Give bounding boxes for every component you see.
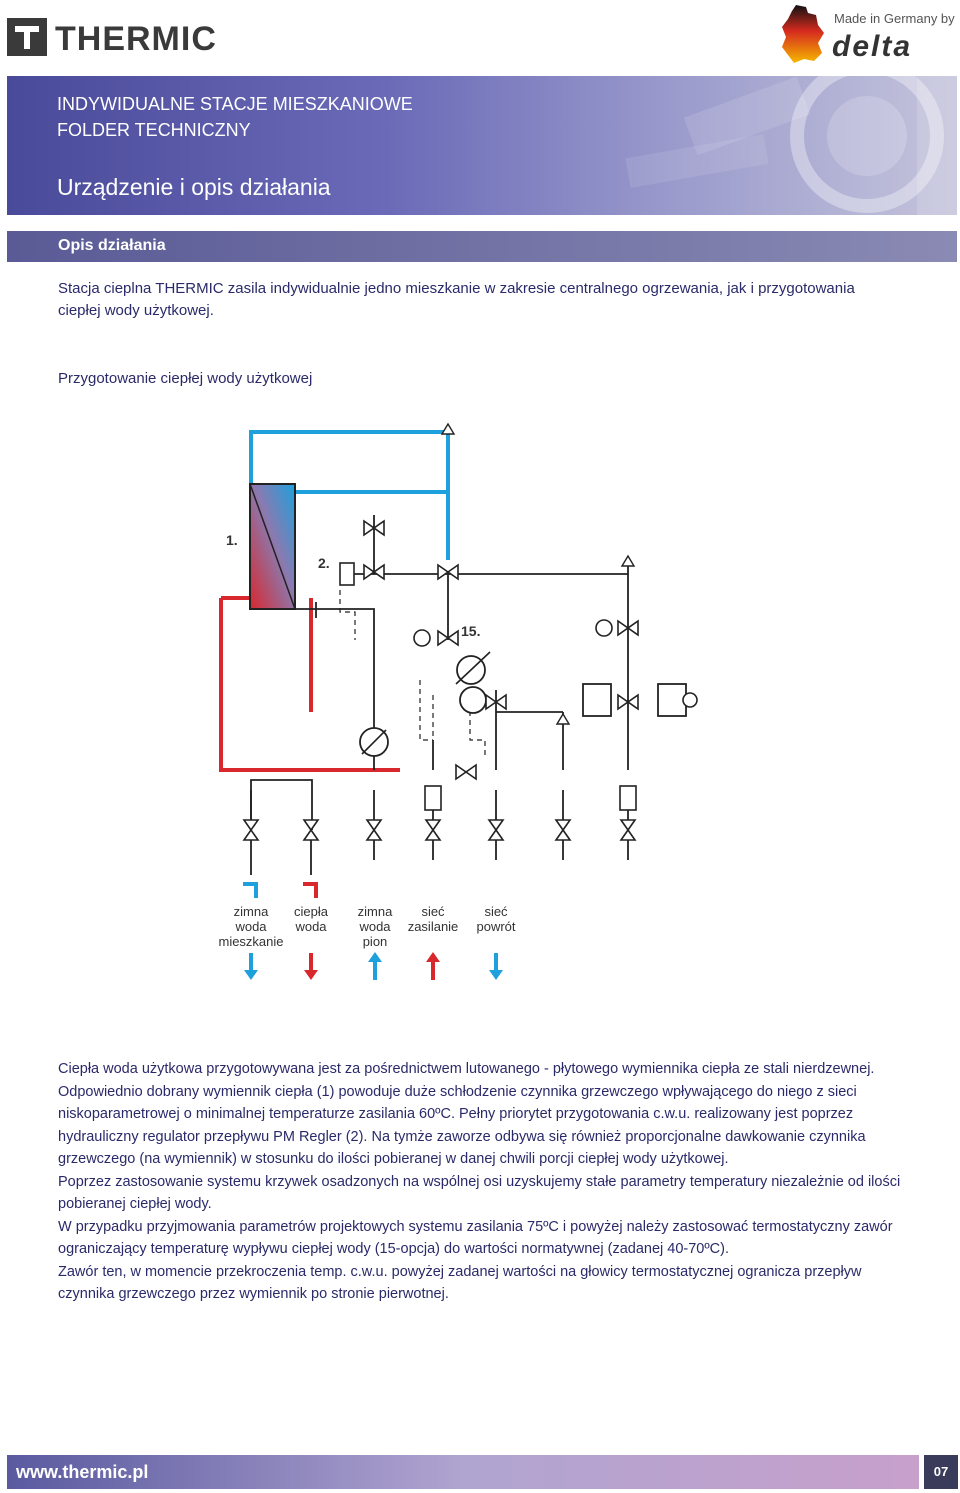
outlet-label: ciepła [294,904,329,919]
flow-arrows [244,952,503,980]
vent-icon [620,554,636,567]
outlet-label: woda [358,919,391,934]
outlet-label: zasilanie [408,919,459,934]
brand-name: THERMIC [55,20,217,58]
outlet-labels: zimna woda mieszkanie ciepła woda zimna … [218,904,515,949]
germany-map-icon [782,5,824,63]
filter-icon [424,785,442,811]
outlet-label: zimna [234,904,269,919]
outlet-label: mieszkanie [218,934,283,949]
thermostatic-head-icon [413,629,431,647]
outlet-valves [243,819,636,841]
arrow-down-icon [304,953,318,980]
controller-box-icon [657,683,687,717]
outlet-label: sieć [484,904,508,919]
top-bar: THERMIC Made in Germany by delta [0,0,960,76]
banner-line-2: FOLDER TECHNICZNY [57,120,251,140]
outlet-label: zimna [358,904,393,919]
filter-icon [619,785,637,811]
pipework [250,515,629,830]
body-paragraph: Poprzez zastosowanie systemu krzywek osa… [58,1173,901,1213]
arrow-down-icon [489,953,503,980]
intro-text: Stacja cieplna THERMIC zasila indywidual… [58,280,855,319]
section-bar: Opis działania [7,231,957,262]
meter-box-icon [582,683,612,717]
outlet-label: woda [294,919,327,934]
footer-url[interactable]: www.thermic.pl [16,1462,149,1482]
label-1: 1. [226,532,238,548]
outlet-label: sieć [421,904,445,919]
body-paragraph: Ciepła woda użytkowa przygotowywana jest… [58,1061,875,1077]
body-paragraph: W przypadku przyjmowania parametrów proj… [58,1218,893,1258]
outlet-label: powrót [476,919,515,934]
hydraulic-diagram: 1. 2. 15. [218,422,698,980]
outlet-label: pion [363,934,388,949]
hot-water-pipes [219,596,400,772]
cold-tap-icon [243,882,258,898]
header-banner: INDYWIDUALNE STACJE MIESZKANIOWE FOLDER … [7,76,957,215]
section-title: Opis działania [58,237,166,254]
banner-title: Urządzenie i opis działania [57,174,331,200]
vent-icon [555,712,571,725]
outlet-label: woda [234,919,267,934]
arrow-up-icon [426,952,440,980]
diagram-subtitle: Przygotowanie ciepłej wody użytkowej [58,370,313,387]
thermic-logo-icon [7,18,47,56]
flow-regulator-2 [339,562,355,586]
arrow-up-icon [368,952,382,980]
body-text: Ciepła woda użytkowa przygotowywana jest… [58,1058,908,1306]
body-paragraph: Odpowiednio dobrany wymiennik ciepła (1)… [58,1083,866,1168]
label-15: 15. [461,623,480,639]
made-in-germany-text: Made in Germany by [834,11,955,26]
vent-icon [440,422,456,435]
footer-bar: www.thermic.pl [7,1455,919,1489]
banner-line-1: INDYWIDUALNE STACJE MIESZKANIOWE [57,94,413,114]
delta-logo: delta [832,30,913,63]
check-valve-icon [455,764,477,780]
body-paragraph: Zawór ten, w momencie przekroczenia temp… [58,1263,862,1303]
banner-photo-decoration [625,76,957,215]
arrow-down-icon [244,953,258,980]
hot-tap-icon [303,882,318,898]
control-lines [339,590,486,755]
label-2: 2. [318,555,330,571]
page-number: 07 [924,1455,958,1489]
